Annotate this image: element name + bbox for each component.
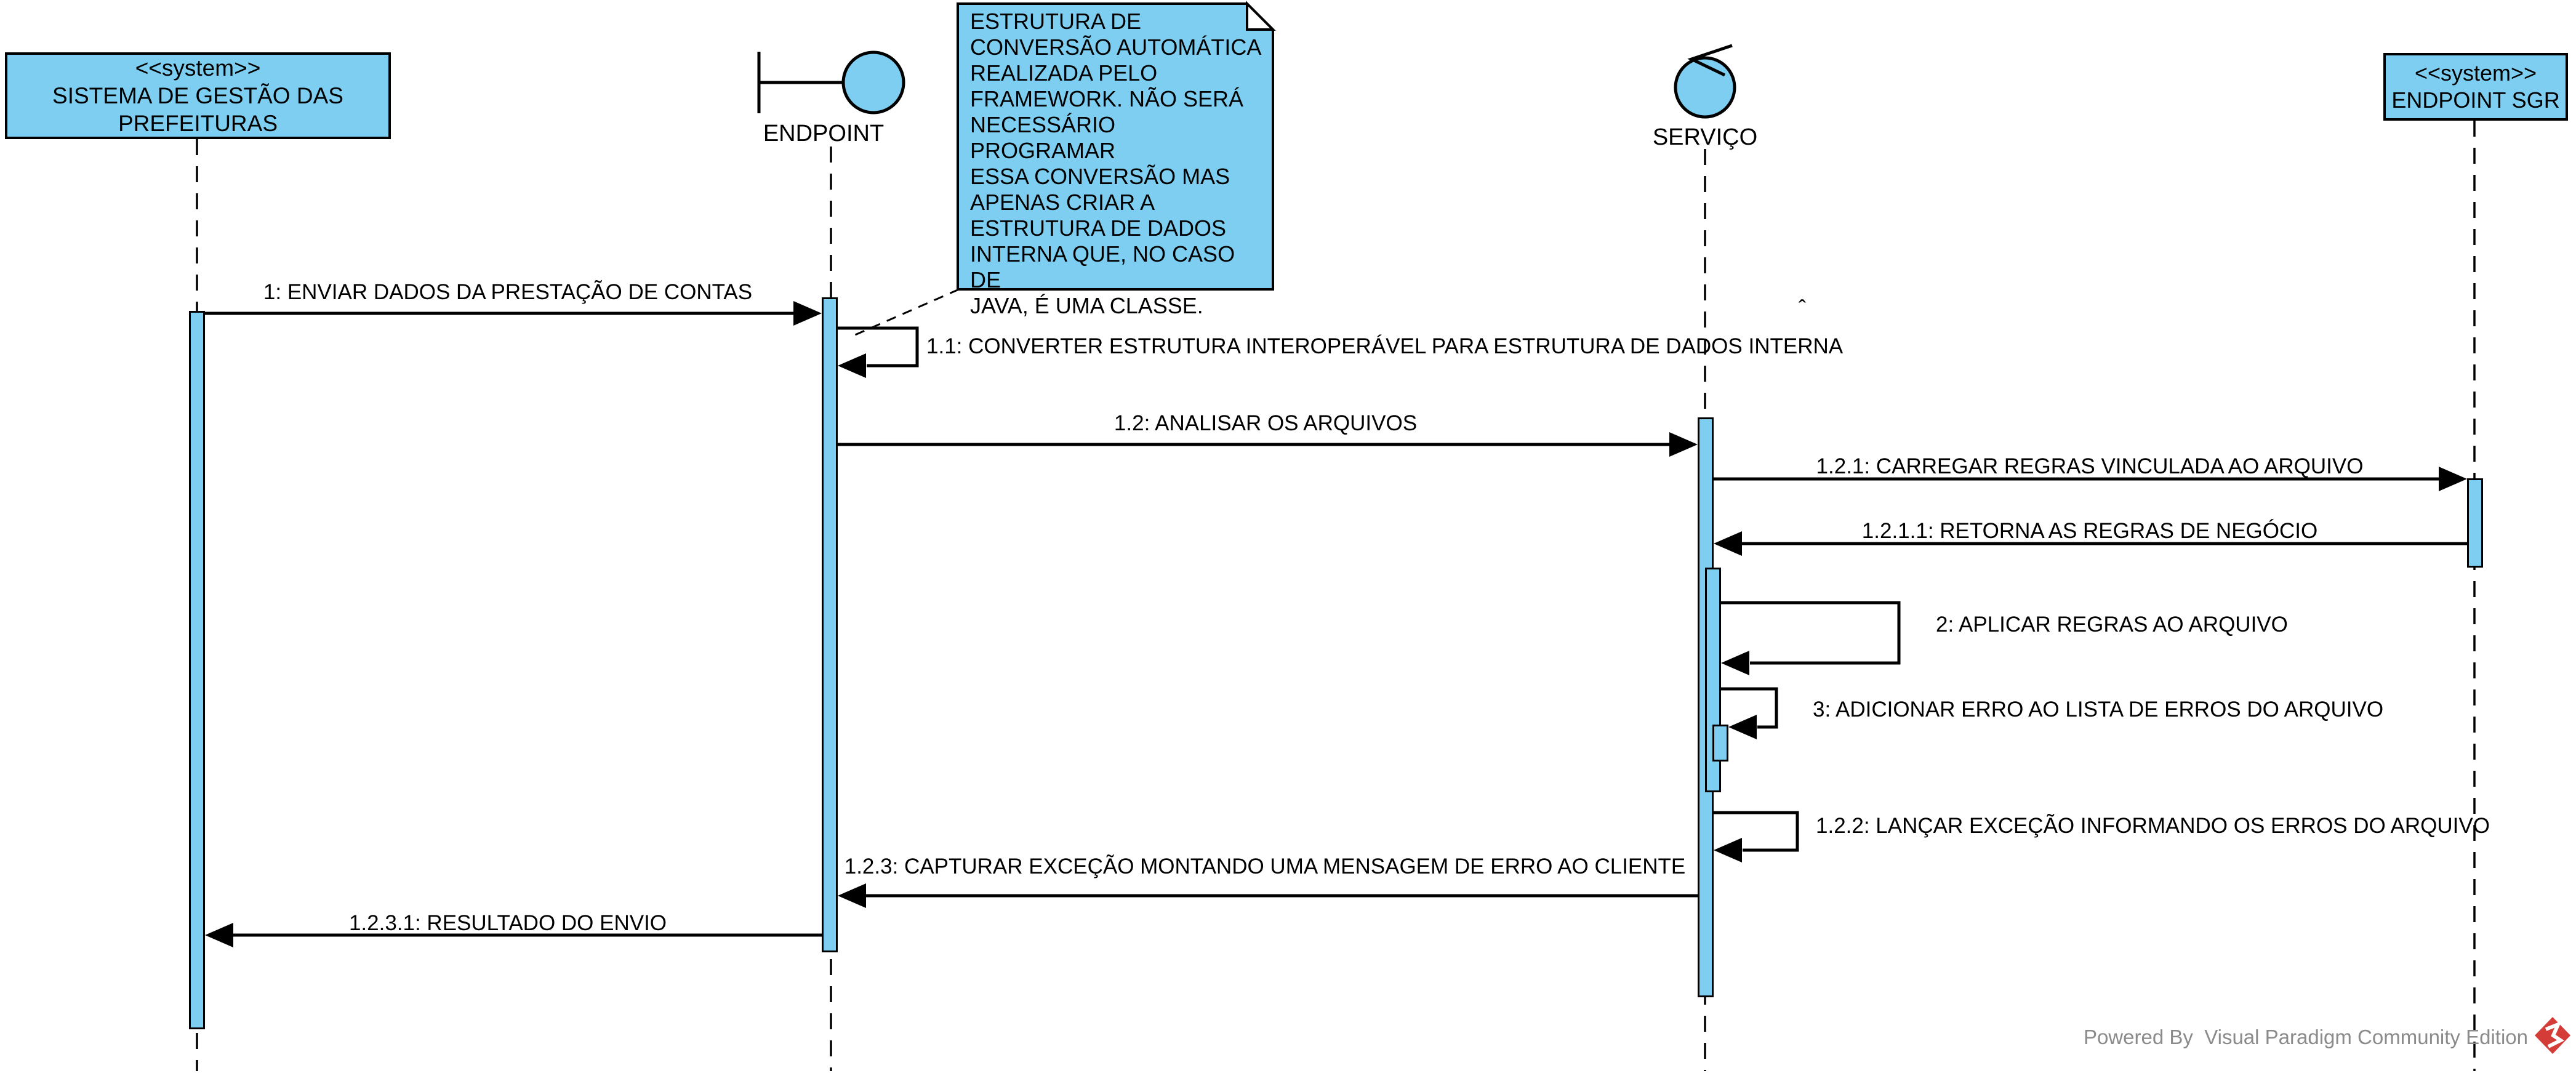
message-1-1-accent: ˆ — [1799, 295, 1806, 321]
arrowhead — [838, 883, 866, 908]
activation-endpoint[interactable] — [822, 297, 838, 952]
message-1-2-3-arrow[interactable] — [838, 883, 1698, 908]
activation-servico-nested-2[interactable] — [1712, 725, 1728, 762]
note-anchor-line — [849, 288, 960, 339]
arrowhead — [205, 923, 233, 947]
powered-by-text: Powered By Visual Paradigm Community Edi… — [2083, 1026, 2528, 1048]
arrowhead — [793, 301, 822, 326]
activation-endpoint-sgr[interactable] — [2467, 478, 2483, 568]
arrowhead — [2439, 467, 2467, 491]
message-1-arrow[interactable] — [205, 301, 822, 326]
note-text[interactable]: ESTRUTURA DE CONVERSÃO AUTOMÁTICA REALIZ… — [970, 9, 1262, 318]
message-1-2-3-1-arrow[interactable] — [205, 923, 822, 947]
arrowhead — [1714, 531, 1742, 556]
actor-sistema-box[interactable]: <<system>> SISTEMA DE GESTÃO DAS PREFEIT… — [5, 52, 391, 139]
message-1-1-label: 1.1: CONVERTER ESTRUTURA INTEROPERÁVEL P… — [926, 334, 1844, 358]
message-1-1-arrow[interactable] — [838, 326, 919, 378]
arrowhead — [838, 353, 866, 378]
message-2-arrow[interactable] — [1721, 601, 1901, 675]
message-1-2-3-label: 1.2.3: CAPTURAR EXCEÇÃO MONTANDO UMA MEN… — [844, 854, 1686, 878]
message-2-label: 2: APLICAR REGRAS AO ARQUIVO — [1936, 613, 2288, 637]
actor-endpoint-sgr-stereotype: <<system>> — [2414, 60, 2537, 86]
message-3-label: 3: ADICIONAR ERRO AO LISTA DE ERROS DO A… — [1813, 697, 2384, 721]
servico-label: SERVIÇO — [1652, 124, 1758, 150]
arrowhead — [1669, 432, 1698, 457]
arrowhead — [1721, 651, 1749, 675]
message-1-label: 1: ENVIAR DADOS DA PRESTAÇÃO DE CONTAS — [263, 280, 753, 304]
message-1-2-1-arrow[interactable] — [1714, 467, 2467, 491]
note-shape[interactable] — [957, 1, 1276, 291]
actor-sistema-stereotype: <<system>> — [135, 55, 261, 81]
visual-paradigm-logo-icon — [2535, 1017, 2570, 1054]
message-1-2-2-label: 1.2.2: LANÇAR EXCEÇÃO INFORMANDO OS ERRO… — [1816, 814, 2490, 838]
message-1-2-arrow[interactable] — [838, 432, 1698, 457]
arrowhead — [1714, 838, 1742, 862]
actor-endpoint-sgr-box[interactable]: <<system>> ENDPOINT SGR — [2383, 53, 2568, 121]
message-1-2-1-label: 1.2.1: CARREGAR REGRAS VINCULADA AO ARQU… — [1816, 454, 2364, 478]
message-1-2-1-1-arrow[interactable] — [1714, 531, 2467, 556]
arrowhead — [1728, 715, 1757, 739]
actor-sistema-name: SISTEMA DE GESTÃO DAS PREFEITURAS — [52, 83, 343, 136]
message-1-2-2-arrow[interactable] — [1714, 811, 1799, 862]
message-1-2-3-1-label: 1.2.3.1: RESULTADO DO ENVIO — [348, 911, 667, 935]
activation-sistema[interactable] — [189, 311, 205, 1029]
actor-endpoint-sgr-name: ENDPOINT SGR — [2391, 87, 2560, 113]
message-1-2-label: 1.2: ANALISAR OS ARQUIVOS — [1113, 411, 1418, 435]
message-3-arrow[interactable] — [1721, 687, 1778, 739]
control-icon[interactable] — [1674, 44, 1736, 119]
endpoint-label: ENDPOINT — [763, 121, 885, 147]
message-1-2-1-1-label: 1.2.1.1: RETORNA AS REGRAS DE NEGÓCIO — [1861, 519, 2318, 543]
boundary-icon[interactable] — [757, 50, 905, 115]
